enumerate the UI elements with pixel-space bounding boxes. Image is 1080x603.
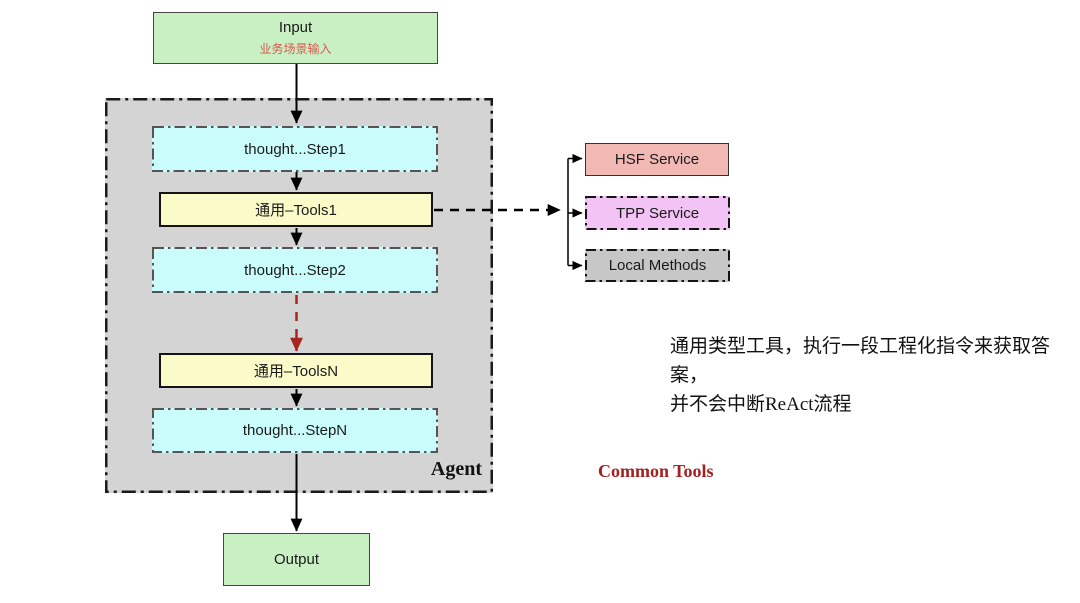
- thought-step1-label: thought...Step1: [244, 140, 346, 158]
- local-methods-box: Local Methods: [585, 249, 730, 282]
- hsf-service-box: HSF Service: [585, 143, 729, 176]
- common-tools-caption: Common Tools: [598, 461, 714, 481]
- thought-step2-label: thought...Step2: [244, 261, 346, 279]
- toolsN-label: 通用–ToolsN: [253, 363, 339, 380]
- toolsN-box: 通用–ToolsN: [159, 353, 433, 388]
- thought-stepN-box: thought...StepN: [152, 408, 438, 453]
- output-label: Output: [273, 551, 320, 568]
- thought-stepN-label: thought...StepN: [242, 422, 348, 439]
- annotation-text: 通用类型工具，执行一段工程化指令来获取答案， 并不会中断ReAct流程: [670, 332, 1070, 419]
- annotation-line2: 并不会中断ReAct流程: [670, 394, 852, 415]
- input-box: Input 业务场景输入: [153, 12, 438, 64]
- thought-step1-box: thought...Step1: [152, 126, 438, 172]
- agent-container-border: [105, 98, 493, 493]
- agent-label: Agent: [430, 458, 482, 480]
- tpp-service-label: TPP Service: [615, 204, 700, 222]
- tools1-box: 通用–Tools1: [159, 192, 433, 227]
- tpp-service-box: TPP Service: [585, 196, 730, 230]
- input-sublabel: 业务场景输入: [259, 42, 332, 56]
- output-box: Output: [223, 533, 370, 586]
- local-methods-label: Local Methods: [608, 257, 707, 274]
- hsf-service-label: HSF Service: [614, 151, 700, 168]
- input-label: Input: [278, 19, 313, 36]
- tools1-label: 通用–Tools1: [255, 202, 337, 219]
- thought-step2-box: thought...Step2: [152, 247, 438, 293]
- annotation-line1: 通用类型工具，执行一段工程化指令来获取答案，: [670, 336, 1051, 386]
